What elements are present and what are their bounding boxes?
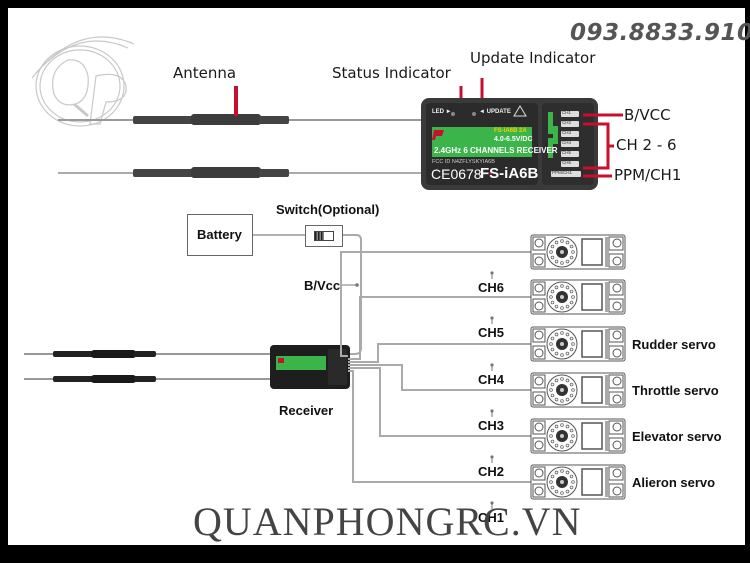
channel-label: CH6 — [478, 280, 505, 295]
switch-label: Switch(Optional) — [276, 202, 380, 217]
port-ch6 — [561, 161, 579, 167]
model-tag: FS-iA6B 2A — [494, 128, 527, 134]
model-name: FS-iA6B — [480, 165, 539, 182]
port-label: CH5 — [562, 150, 572, 155]
top-receiver — [421, 98, 598, 190]
battery-label: Battery — [197, 227, 242, 242]
switch-slider — [314, 231, 334, 241]
voltage: 4.0-6.5V/DC — [494, 136, 533, 143]
battery-box: Battery — [187, 214, 253, 256]
switch-box — [305, 225, 343, 247]
logo-watermark — [31, 36, 135, 127]
diagram-canvas: 093.8833.910 Antenna Status Indicator Up… — [8, 8, 750, 545]
port-pointers — [583, 113, 623, 178]
receiver-label: Receiver — [279, 403, 334, 418]
channel-label: CH5 — [478, 325, 505, 340]
lower-antenna-1 — [24, 350, 278, 358]
servo — [530, 234, 626, 270]
channel-label: CH4 — [478, 372, 505, 387]
fcc-id: FCC ID N4ZFLYSKYIA6B — [432, 159, 495, 165]
servo-label: Throttle servo — [632, 383, 719, 398]
ppm-ch1-label: PPM/CH1 — [614, 166, 682, 184]
servo-wire — [348, 367, 531, 437]
update-indicator-label: Update Indicator — [470, 49, 596, 67]
channel-label: CH1 — [478, 510, 505, 525]
antenna-label: Antenna — [173, 64, 237, 82]
channel-label: CH2 — [478, 464, 505, 479]
servo — [530, 418, 626, 454]
servo — [530, 372, 626, 408]
led-label: LED ► — [432, 109, 452, 115]
servo — [530, 464, 626, 500]
servo-wire — [348, 343, 531, 363]
lower-antenna-2 — [24, 375, 278, 383]
servo-wire — [340, 251, 531, 357]
bvcc-wire-label: B/Vcc — [304, 278, 341, 293]
status-indicator-label: Status Indicator — [332, 64, 451, 82]
servo-label: Rudder servo — [632, 337, 716, 352]
port-ch2 — [561, 121, 579, 127]
channel-label: CH3 — [478, 418, 505, 433]
top-antenna-2 — [58, 167, 422, 178]
diagram-graphics — [24, 36, 626, 509]
servo — [530, 279, 626, 315]
ce-mark: CE0678 — [431, 166, 482, 182]
band: 2.4GHz 6 CHANNELS RECEIVER — [434, 146, 558, 155]
servo-wire — [348, 296, 531, 360]
servo-wires — [340, 251, 531, 483]
bvcc-label: B/VCC — [624, 106, 671, 124]
port-label: CH2 — [562, 120, 572, 125]
port-ppm-ch1 — [551, 171, 581, 177]
servo-wire — [348, 364, 531, 391]
port-ch1 — [561, 111, 579, 117]
port-ch4 — [561, 141, 579, 147]
port-label: PPM/CH1 — [552, 170, 573, 175]
top-antenna-1 — [58, 114, 422, 125]
channel-ticks — [490, 271, 494, 509]
port-label: CH4 — [562, 140, 572, 145]
servo-wire — [348, 370, 531, 483]
port-label: CH6 — [562, 160, 572, 165]
update-label: ◄ UPDATE — [479, 109, 511, 115]
website: QUANPHONGRC.VN — [193, 499, 582, 544]
lower-receiver — [270, 345, 350, 389]
servo-label: Alieron servo — [632, 475, 716, 490]
phone-number: 093.8833.910 — [570, 20, 750, 46]
port-label: CH3 — [562, 130, 572, 135]
switch-wire — [342, 234, 362, 355]
servo-label: Elevator servo — [632, 429, 722, 444]
port-ch3 — [561, 131, 579, 137]
servo — [530, 326, 626, 362]
port-label: CH1 — [562, 110, 572, 115]
port-ch5 — [561, 151, 579, 157]
ch2-6-label: CH 2 - 6 — [616, 136, 677, 154]
